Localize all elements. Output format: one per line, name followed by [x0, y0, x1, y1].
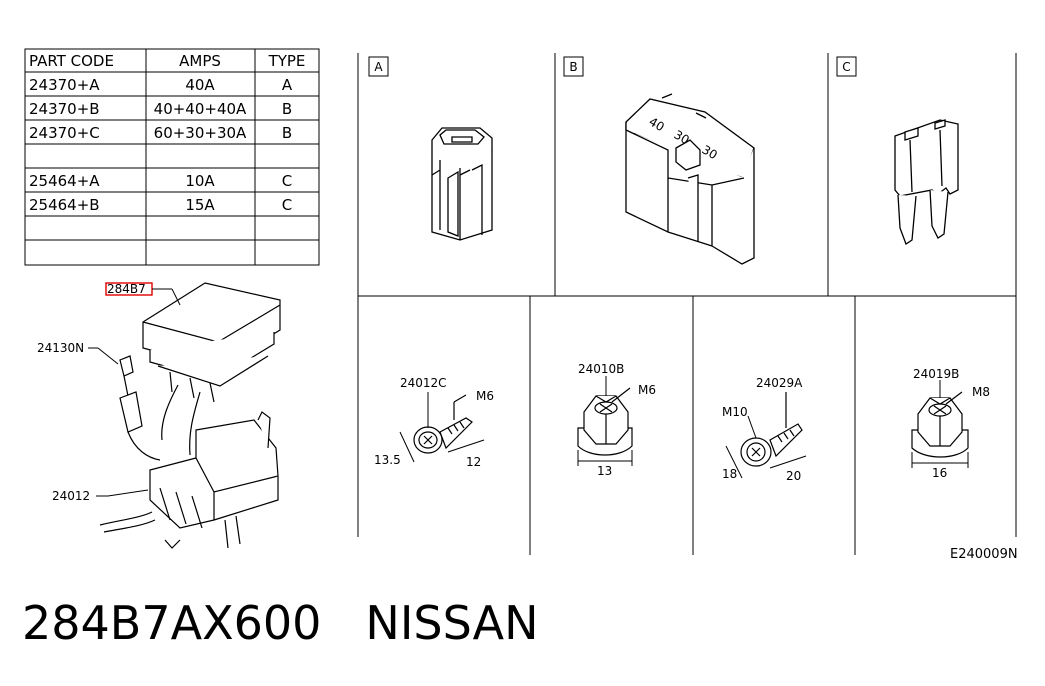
- callout-bolt2-dim-b: 20: [786, 469, 801, 483]
- callout-harness: 24012: [52, 489, 149, 503]
- bolt-24012c-drawing: [413, 394, 473, 454]
- nut-24019b-drawing: [911, 391, 969, 458]
- table-row: 24370+B 40+40+40A B: [29, 100, 292, 118]
- callout-nut1-dim: 13: [597, 464, 612, 478]
- nut-24019b-dims: [911, 380, 969, 468]
- fuse-type-b-drawing: [625, 93, 755, 265]
- fuse-type-c-drawing: [894, 119, 959, 245]
- row1-code: 24370+A: [29, 76, 100, 94]
- callout-nut2-dim: 16: [932, 466, 947, 480]
- fuse-b-rating-3: 30: [700, 142, 720, 162]
- callout-bolt1-dim-b: 12: [466, 455, 481, 469]
- callout-nut1-label: 24010B: [578, 362, 624, 376]
- callout-bolt1-dim-a: 13.5: [374, 453, 401, 467]
- footer-brand: NISSAN: [365, 596, 539, 650]
- callout-nut2-thread: M8: [972, 385, 990, 399]
- callout-bolt2-label: 24029A: [756, 376, 803, 390]
- nut-24010b-drawing: [577, 387, 633, 456]
- callout-relay: 24130N: [37, 341, 119, 365]
- callout-relay-box: 284B7: [105, 282, 181, 306]
- fuse-b-rating-2: 30: [672, 127, 692, 147]
- callout-nut2-label: 24019B: [913, 367, 959, 381]
- header-amps: AMPS: [179, 52, 221, 70]
- row3-type: B: [282, 124, 292, 142]
- footer-title: 284B7AX600 NISSAN: [22, 596, 539, 650]
- row5-type: C: [282, 172, 292, 190]
- row1-type: A: [282, 76, 293, 94]
- row3-code: 24370+C: [29, 124, 100, 142]
- callout-relay-box-label: 284B7: [107, 282, 146, 296]
- panel-label-c: C: [836, 56, 857, 77]
- row6-amps: 15A: [185, 196, 215, 214]
- bolt-24029a-drawing: [740, 392, 803, 467]
- callout-nut1-thread: M6: [638, 383, 656, 397]
- panel-label-b: B: [563, 56, 584, 77]
- row5-code: 25464+A: [29, 172, 100, 190]
- footer-part-number: 284B7AX600: [22, 596, 322, 650]
- panel-letter-c: C: [842, 60, 850, 74]
- fuse-type-a-drawing: [431, 127, 493, 241]
- table-row: 24370+C 60+30+30A B: [29, 124, 292, 142]
- row2-amps: 40+40+40A: [154, 100, 247, 118]
- table-row: 25464+B 15A C: [29, 196, 292, 214]
- bolt-24012c-dims: [399, 392, 485, 463]
- nut-24010b-dims: [577, 376, 633, 466]
- callout-bolt2-dim-a: 18: [722, 467, 737, 481]
- diagram-code: E240009N: [950, 547, 1018, 562]
- row5-amps: 10A: [185, 172, 215, 190]
- header-type: TYPE: [268, 52, 306, 70]
- row1-amps: 40A: [185, 76, 215, 94]
- row6-code: 25464+B: [29, 196, 100, 214]
- table-header-row: PART CODE AMPS TYPE: [29, 52, 305, 70]
- relay-box-assembly-drawing: [99, 282, 281, 549]
- callout-relay-label: 24130N: [37, 341, 84, 355]
- table-row: 25464+A 10A C: [29, 172, 292, 190]
- row2-code: 24370+B: [29, 100, 100, 118]
- fuse-b-ratings: 40 30 30: [647, 114, 720, 162]
- panel-label-a: A: [368, 56, 389, 77]
- bolt-24029a-dims: [725, 415, 807, 479]
- table-row: 24370+A 40A A: [29, 76, 293, 94]
- panel-letter-b: B: [569, 60, 577, 74]
- header-part-code: PART CODE: [29, 52, 114, 70]
- callout-bolt1-thread: M6: [476, 389, 494, 403]
- row3-amps: 60+30+30A: [154, 124, 247, 142]
- row2-type: B: [282, 100, 292, 118]
- row6-type: C: [282, 196, 292, 214]
- part-table: [24, 48, 320, 266]
- callout-bolt2-thread: M10: [722, 405, 748, 419]
- fuse-b-rating-1: 40: [647, 114, 667, 134]
- panel-grid: [357, 53, 1017, 555]
- callout-harness-label: 24012: [52, 489, 90, 503]
- panel-letter-a: A: [374, 60, 383, 74]
- callout-bolt1-label: 24012C: [400, 376, 447, 390]
